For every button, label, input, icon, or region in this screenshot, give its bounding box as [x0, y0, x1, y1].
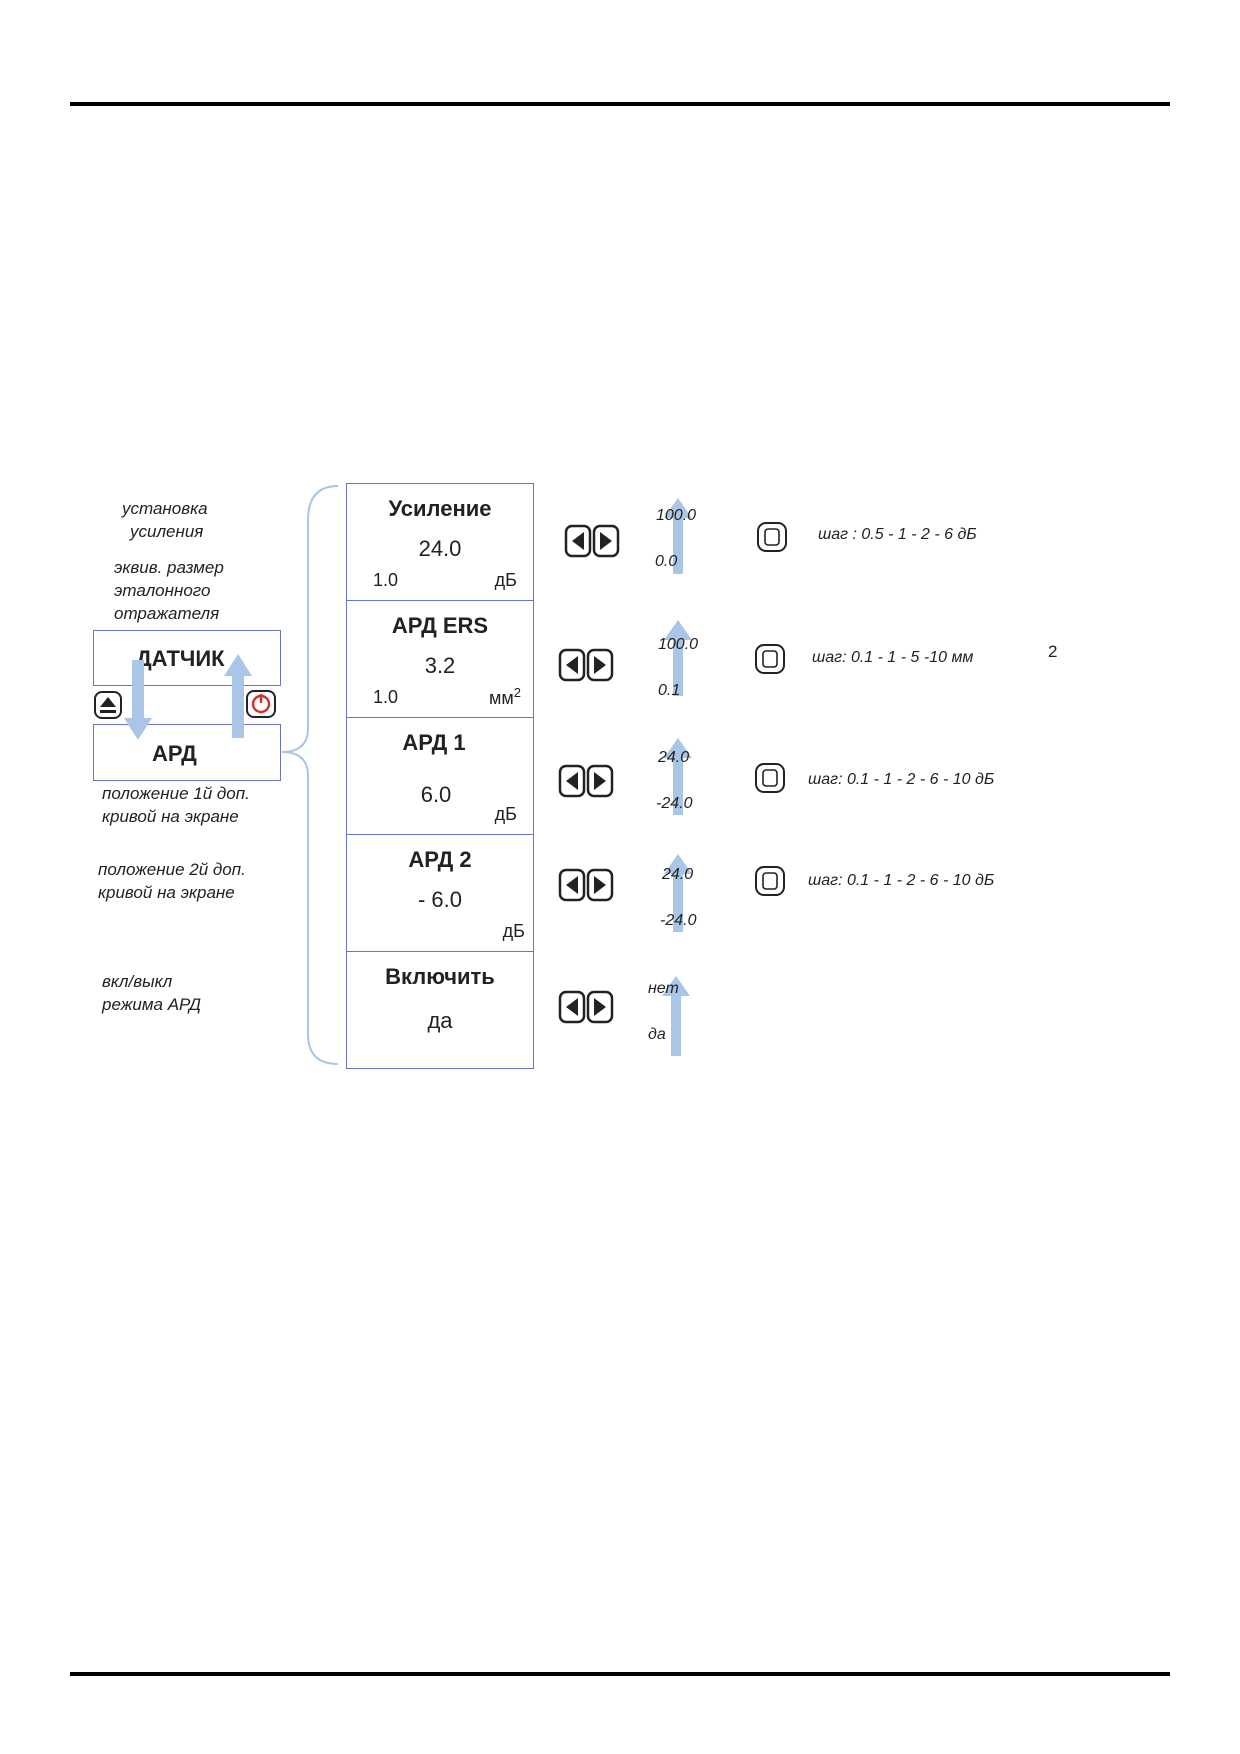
range-max: 24.0: [662, 866, 694, 883]
param-title: АРД ERS: [391, 613, 489, 638]
range-max: 100.0: [656, 507, 697, 524]
range-min: -24.0: [660, 912, 697, 929]
param-title: АРД 1: [402, 730, 466, 755]
left-right-button[interactable]: [558, 764, 614, 798]
param-value: - 6.0: [417, 887, 463, 912]
step-note-superscript: 2: [1048, 642, 1058, 661]
note-line: кривой на экране: [102, 807, 239, 826]
param-unit: дБ: [494, 804, 517, 824]
param-ard-ers[interactable]: АРД ERS 3.2 1.0 мм2: [346, 601, 534, 718]
left-right-button[interactable]: [558, 990, 614, 1024]
range-max: нет: [648, 980, 679, 997]
note-line: положение 1й доп.: [102, 784, 250, 803]
note-line: кривой на экране: [98, 883, 235, 902]
param-ard2[interactable]: АРД 2 - 6.0 дБ: [346, 835, 534, 952]
up-key-icon[interactable]: [93, 690, 123, 720]
menu-sensor[interactable]: ДАТЧИК: [93, 630, 281, 686]
range-min: да: [648, 1026, 666, 1043]
note-curve1-position: положение 1й доп. кривой на экране: [102, 782, 250, 828]
param-value: 3.2: [424, 653, 456, 678]
range-min: 0.1: [658, 682, 681, 699]
note-line: положение 2й доп.: [98, 860, 246, 879]
left-right-button[interactable]: [558, 868, 614, 902]
power-key-icon[interactable]: [245, 688, 277, 720]
param-value: 6.0: [420, 782, 452, 807]
param-unit: дБ: [494, 570, 517, 590]
step-note: шаг: 0.1 - 1 - 2 - 6 - 10 дБ: [808, 872, 995, 889]
menu-ard[interactable]: АРД: [93, 724, 281, 781]
left-right-button[interactable]: [558, 648, 614, 682]
note-line: вкл/выкл: [102, 972, 173, 991]
note-line: отражателя: [114, 604, 220, 623]
menu-sensor-label: ДАТЧИК: [136, 646, 225, 671]
param-title: Включить: [385, 964, 495, 989]
step-note: шаг : 0.5 - 1 - 2 - 6 дБ: [818, 526, 977, 543]
param-gain[interactable]: Усиление 24.0 1.0 дБ: [346, 483, 534, 601]
note-ers-size: эквив. размер эталонного отражателя: [114, 556, 224, 625]
param-enable[interactable]: Включить да: [346, 952, 534, 1069]
note-curve2-position: положение 2й доп. кривой на экране: [98, 858, 246, 904]
step-key-icon[interactable]: [754, 643, 786, 675]
step-key-icon[interactable]: [754, 865, 786, 897]
param-title: Усиление: [388, 496, 492, 521]
param-unit-text: мм: [489, 688, 514, 708]
note-gain-setting: установка усиления: [122, 497, 208, 543]
param-title: АРД 2: [408, 847, 472, 872]
param-unit: мм2: [489, 685, 521, 709]
note-line: эталонного: [114, 581, 211, 600]
menu-ard-label: АРД: [152, 741, 197, 766]
note-line: эквив. размер: [114, 558, 224, 577]
left-right-button[interactable]: [564, 524, 620, 558]
range-min: -24.0: [656, 795, 693, 812]
param-ard1[interactable]: АРД 1 6.0 дБ: [346, 718, 534, 835]
range-max: 100.0: [658, 636, 699, 653]
param-unit-sup: 2: [513, 685, 521, 700]
step-note: шаг: 0.1 - 1 - 2 - 6 - 10 дБ: [808, 771, 995, 788]
param-value: да: [427, 1008, 453, 1033]
bottom-rule: [70, 1672, 1170, 1676]
note-line: установка: [122, 499, 208, 518]
param-step: 1.0: [373, 570, 399, 590]
param-value: 24.0: [418, 536, 462, 561]
note-dac-toggle: вкл/выкл режима АРД: [102, 970, 201, 1016]
range-max: 24.0: [658, 749, 690, 766]
note-line: режима АРД: [102, 995, 202, 1014]
step-key-icon[interactable]: [754, 762, 786, 794]
param-step: 1.0: [373, 687, 399, 707]
top-rule: [70, 102, 1170, 106]
step-key-icon[interactable]: [756, 521, 788, 553]
note-line: усиления: [130, 522, 204, 541]
param-unit: дБ: [502, 921, 525, 941]
range-min: 0.0: [655, 553, 678, 570]
step-note: шаг: 0.1 - 1 - 5 -10 мм: [812, 649, 974, 666]
